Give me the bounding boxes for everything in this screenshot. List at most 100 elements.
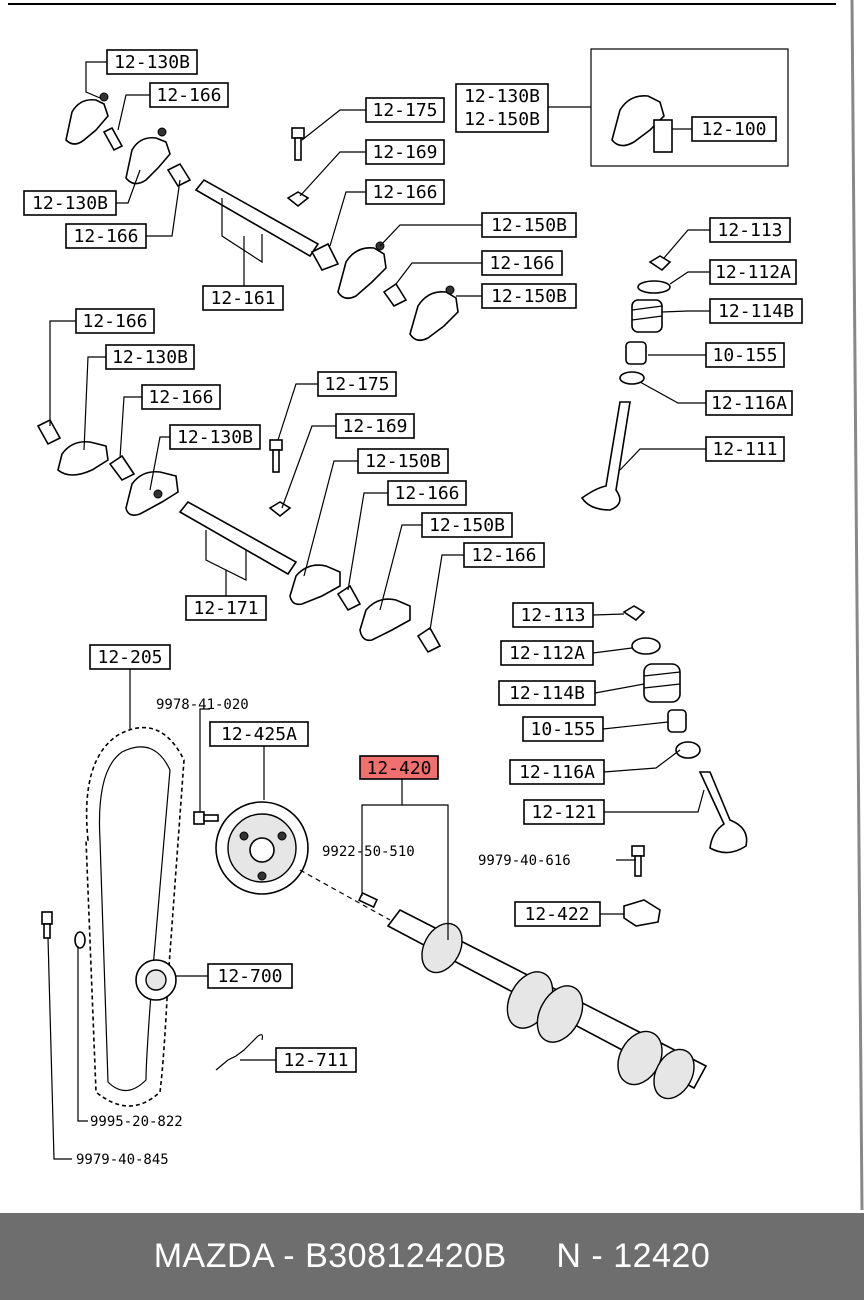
label-box-l40-highlighted[interactable]: 12-420 [359, 755, 439, 780]
valve-keeper-upper [648, 255, 672, 272]
valve-seal-lower [667, 709, 687, 733]
label-box-l17[interactable]: 12-114B [709, 298, 803, 324]
label-box-l8[interactable]: 12-150B [481, 212, 577, 238]
label-box-l25[interactable]: 12-175 [317, 371, 397, 397]
exploded-parts-diagram: 12-130B 12-166 12-175 12-169 12-166 12-1… [8, 0, 864, 1211]
label-box-l33[interactable]: 12-112A [500, 640, 594, 666]
spring-upper-4 [382, 282, 408, 308]
valve-seat-upper [619, 371, 645, 385]
label-box-l37[interactable]: 12-121 [523, 799, 605, 825]
label-box-l23[interactable]: 12-166 [141, 384, 221, 410]
label-l9: 12-166 [489, 253, 554, 274]
label-box-l19[interactable]: 12-116A [705, 390, 793, 416]
label-box-l32[interactable]: 12-113 [512, 602, 594, 628]
label-l23: 12-166 [148, 387, 213, 408]
label-box-l18[interactable]: 10-155 [705, 342, 785, 368]
label-l28: 12-166 [394, 483, 459, 504]
label-box-l26[interactable]: 12-169 [335, 413, 415, 439]
label-l15: 12-113 [717, 220, 782, 241]
shaft-mid [178, 500, 298, 576]
label-box-l34[interactable]: 12-114B [498, 680, 596, 706]
rocker-arm-upper-left [65, 92, 109, 145]
pulley-axis-line [299, 869, 391, 921]
bolt-upper [291, 127, 305, 161]
valve-upper [580, 401, 631, 511]
label-l27: 12-150B [365, 451, 441, 472]
label-l11: 12-161 [210, 288, 275, 309]
label-box-l30[interactable]: 12-166 [463, 542, 545, 568]
label-box-l4[interactable]: 12-169 [365, 139, 445, 165]
tensioner-spring [215, 1034, 264, 1071]
label-box-l42[interactable]: 12-700 [207, 963, 293, 989]
frame-right [850, 0, 864, 1211]
label-box-l38[interactable]: 12-205 [89, 644, 171, 670]
label-box-l3[interactable]: 12-175 [365, 97, 445, 123]
valve-seal-upper [625, 341, 647, 365]
label-box-l15[interactable]: 12-113 [709, 217, 791, 243]
rocker-arm-mid-1 [57, 440, 109, 476]
label-box-l41[interactable]: 12-422 [514, 901, 601, 927]
part-number-p1: 9978-41-020 [156, 697, 249, 713]
rocker-arm-mid-2 [125, 470, 179, 516]
rocker-arm-mid-4 [359, 598, 411, 642]
label-l26: 12-169 [342, 416, 407, 437]
label-box-l14[interactable]: 12-100 [691, 116, 777, 142]
label-l30: 12-166 [471, 545, 536, 566]
label-box-l27[interactable]: 12-150B [357, 448, 449, 474]
label-l36: 12-116A [519, 762, 595, 783]
dowel-pin [357, 891, 379, 909]
valve-seat-lower [675, 741, 701, 759]
valve-keeper-lower [622, 605, 646, 622]
label-box-l6[interactable]: 12-130B [23, 190, 117, 216]
label-l41: 12-422 [524, 904, 589, 925]
label-l12: 12-130B [464, 86, 540, 107]
label-box-l20[interactable]: 12-111 [705, 436, 785, 462]
label-box-l21[interactable]: 12-166 [75, 308, 155, 334]
spring-upper-2 [166, 162, 192, 188]
rocker-arm-upper-mid [125, 127, 171, 185]
label-box-l5[interactable]: 12-166 [365, 179, 445, 205]
pulley-bolt [193, 811, 219, 825]
label-l43: 12-711 [283, 1050, 348, 1071]
washer-upper [286, 191, 310, 208]
label-l18: 10-155 [712, 345, 777, 366]
label-l31: 12-171 [193, 598, 258, 619]
spring-upper-1 [102, 126, 124, 152]
label-box-l28[interactable]: 12-166 [387, 480, 467, 506]
label-box-l16[interactable]: 12-112A [709, 259, 797, 285]
label-box-l39[interactable]: 12-425A [209, 721, 309, 747]
washer-mid [268, 501, 292, 518]
label-l1: 12-130B [114, 52, 190, 73]
label-box-l10[interactable]: 12-150B [481, 283, 577, 309]
label-box-l31[interactable]: 12-171 [185, 595, 267, 621]
label-box-l22[interactable]: 12-130B [105, 344, 195, 370]
label-box-l11[interactable]: 12-161 [202, 285, 284, 311]
label-box-l9[interactable]: 12-166 [481, 250, 563, 276]
label-box-l12-l13[interactable]: 12-130B 12-150B [455, 83, 549, 133]
label-l29: 12-150B [429, 515, 505, 536]
label-l21: 12-166 [82, 311, 147, 332]
timing-belt [85, 726, 185, 1107]
label-l4: 12-169 [372, 142, 437, 163]
valve-lower [698, 771, 748, 854]
label-l42: 12-700 [217, 966, 282, 987]
label-l34: 12-114B [509, 683, 585, 704]
label-l37: 12-121 [531, 802, 596, 823]
label-box-l36[interactable]: 12-116A [509, 759, 605, 785]
valve-retainer-upper [637, 280, 671, 294]
label-l6: 12-130B [32, 193, 108, 214]
bolt-lower-right [631, 845, 645, 877]
camshaft [386, 908, 708, 1100]
label-box-l43[interactable]: 12-711 [275, 1047, 357, 1073]
label-box-l29[interactable]: 12-150B [421, 512, 513, 538]
label-l20: 12-111 [712, 439, 777, 460]
label-box-l7[interactable]: 12-166 [65, 223, 147, 249]
part-number-p5: 9979-40-845 [76, 1152, 169, 1168]
label-l32: 12-113 [520, 605, 585, 626]
label-box-l24[interactable]: 12-130B [169, 424, 261, 450]
label-l19: 12-116A [711, 393, 787, 414]
label-box-l2[interactable]: 12-166 [149, 82, 229, 108]
label-box-l1[interactable]: 12-130B [106, 49, 198, 75]
label-box-l35[interactable]: 10-155 [522, 716, 604, 742]
